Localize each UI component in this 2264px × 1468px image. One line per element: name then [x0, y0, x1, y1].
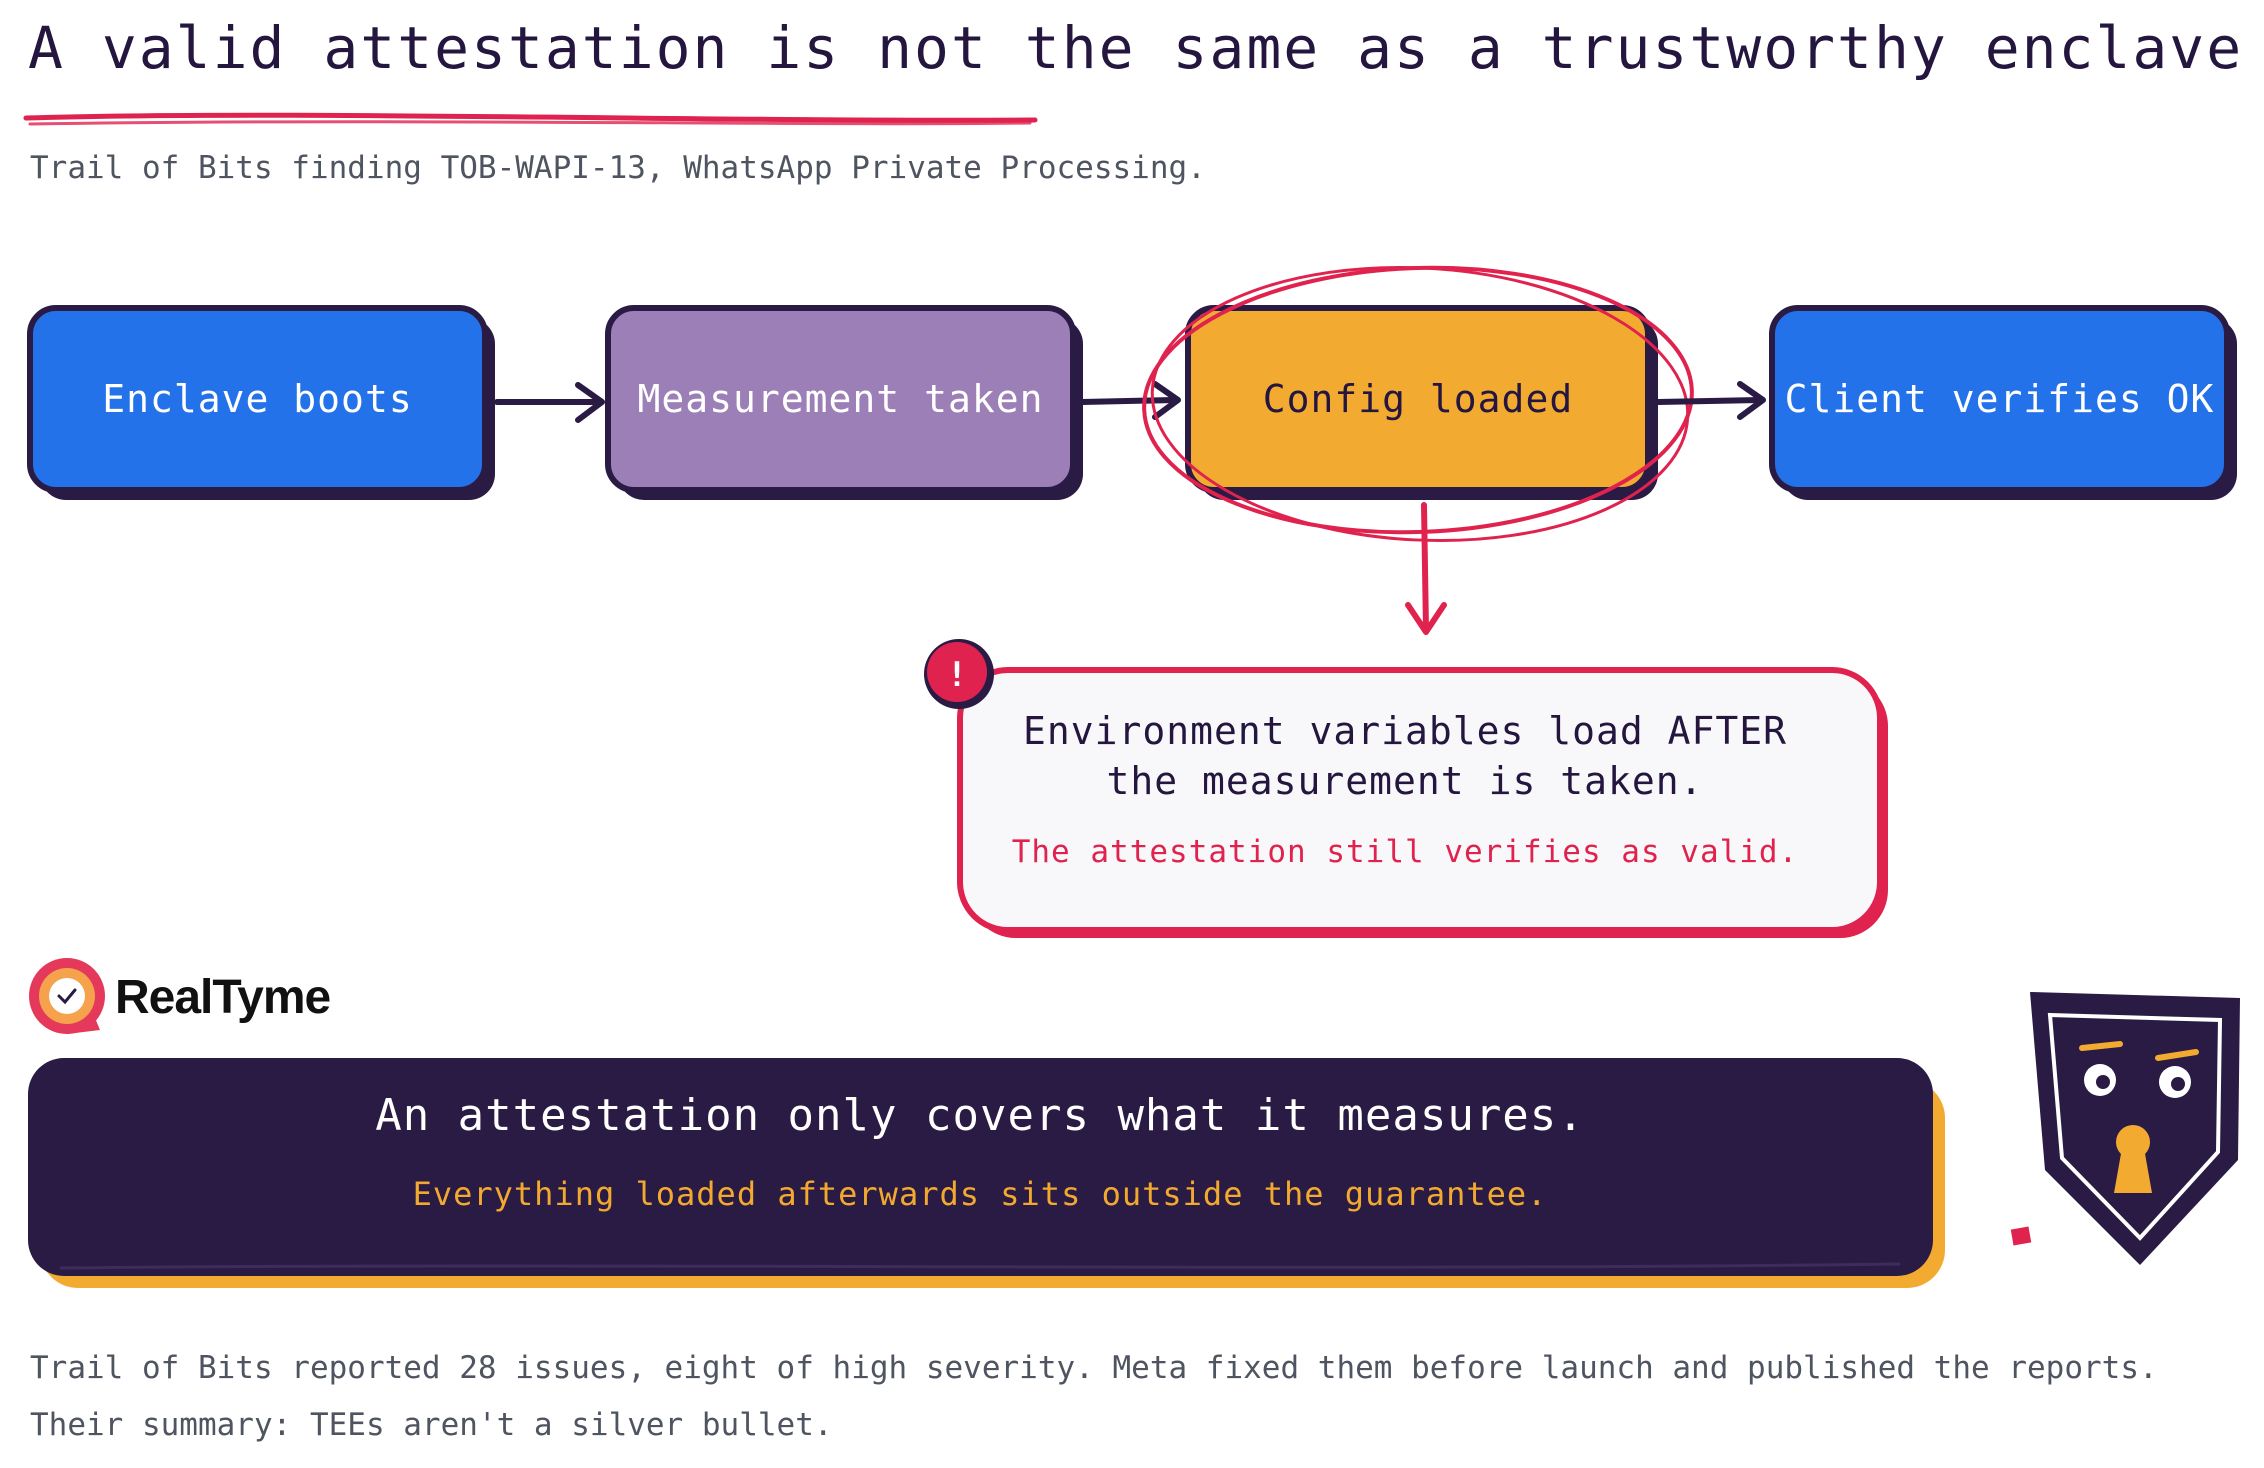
callout-note: The attestation still verifies as valid.	[1011, 834, 1799, 870]
node-enclave-boots	[27, 305, 495, 500]
node-label-config-loaded: Config loaded	[1262, 377, 1574, 421]
node-measurement-taken	[605, 305, 1083, 500]
page-subtitle: Trail of Bits finding TOB-WAPI-13, Whats…	[30, 150, 1206, 186]
arrow-down-to-callout	[1405, 502, 1447, 635]
exclamation-glyph: !	[946, 655, 968, 695]
surprised-shield-icon	[2030, 992, 2240, 1265]
node-label-enclave-boots: Enclave boots	[102, 377, 413, 421]
node-config-loaded	[1185, 305, 1658, 500]
node-label-client-verifies: Client verifies OK	[1784, 377, 2215, 421]
node-client-verifies	[1769, 305, 2237, 500]
arrow-3	[1655, 381, 1766, 420]
summary-banner	[28, 1058, 1945, 1288]
confetti-square	[2010, 1226, 2032, 1246]
callout-line-2: the measurement is taken.	[1106, 759, 1704, 803]
arrow-1	[494, 382, 605, 423]
chat-check-logo-icon	[29, 958, 105, 1034]
brand-name: RealTyme	[115, 971, 331, 1024]
page-title: A valid attestation is not the same as a…	[28, 14, 2244, 82]
callout-text: Environment variables load AFTER the mea…	[965, 706, 1845, 806]
title-underline	[23, 112, 1038, 123]
arrow-2	[1079, 381, 1181, 420]
footer-line-1: Trail of Bits reported 28 issues, eight …	[30, 1350, 2158, 1386]
banner-subline: Everything loaded afterwards sits outsid…	[412, 1175, 1548, 1213]
footer-line-2: Their summary: TEEs aren't a silver bull…	[30, 1407, 833, 1443]
node-label-measurement-taken: Measurement taken	[637, 377, 1044, 421]
callout-line-1: Environment variables load AFTER	[1022, 709, 1788, 753]
exclamation-icon	[924, 639, 994, 709]
callout-box	[957, 667, 1888, 938]
banner-headline: An attestation only covers what it measu…	[375, 1090, 1585, 1141]
